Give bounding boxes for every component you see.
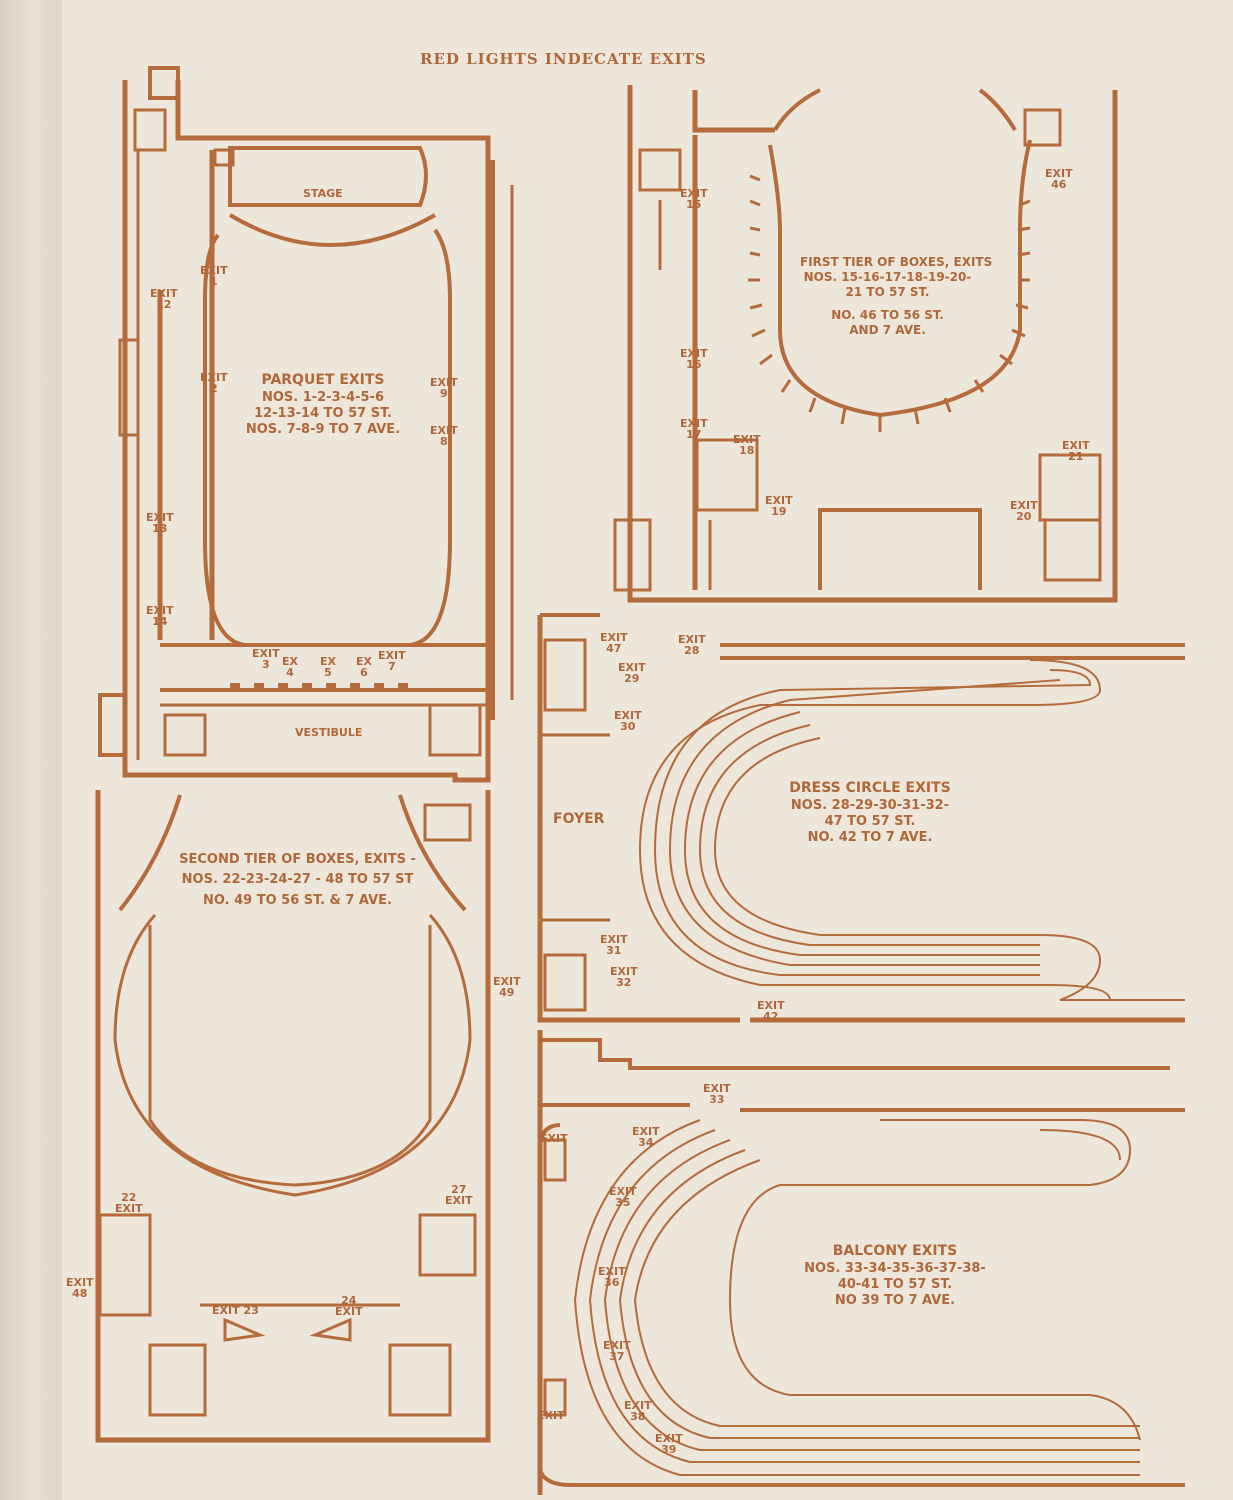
parquet-plan: [98, 66, 514, 783]
dress-circle-plan: [537, 613, 1185, 1023]
binding-edge: [0, 0, 62, 1500]
page-heading: RED LIGHTS INDECATE EXITS: [420, 50, 707, 68]
dress-circle-exits-note: DRESS CIRCLE EXITS NOS. 28-29-30-31-32- …: [789, 780, 951, 845]
exit-21-label: EXIT 21: [1062, 439, 1090, 463]
vestibule-label: VESTIBULE: [295, 726, 363, 739]
foyer-label: FOYER: [553, 811, 605, 827]
first-tier-plan: [613, 85, 1118, 603]
stage-label: STAGE: [303, 187, 343, 200]
balcony-exits-note: BALCONY EXITS NOS. 33-34-35-36-37-38- 40…: [804, 1243, 986, 1308]
exit-left-lower-label: EXIT: [537, 1409, 565, 1422]
first-tier-box-ticks: [748, 174, 1031, 432]
balcony-plan: [537, 1030, 1185, 1495]
exit-23-label: EXIT 23: [212, 1304, 259, 1317]
second-tier-plan: [95, 790, 491, 1443]
second-tier-exits-note: SECOND TIER OF BOXES, EXITS - NOS. 22-23…: [179, 852, 416, 908]
first-tier-exits-note: FIRST TIER OF BOXES, EXITS NOS. 15-16-17…: [800, 255, 993, 337]
exit-left-upper-label: EXIT: [540, 1132, 568, 1145]
parquet-exits-note: PARQUET EXITS NOS. 1-2-3-4-5-6 12-13-14 …: [245, 372, 401, 437]
